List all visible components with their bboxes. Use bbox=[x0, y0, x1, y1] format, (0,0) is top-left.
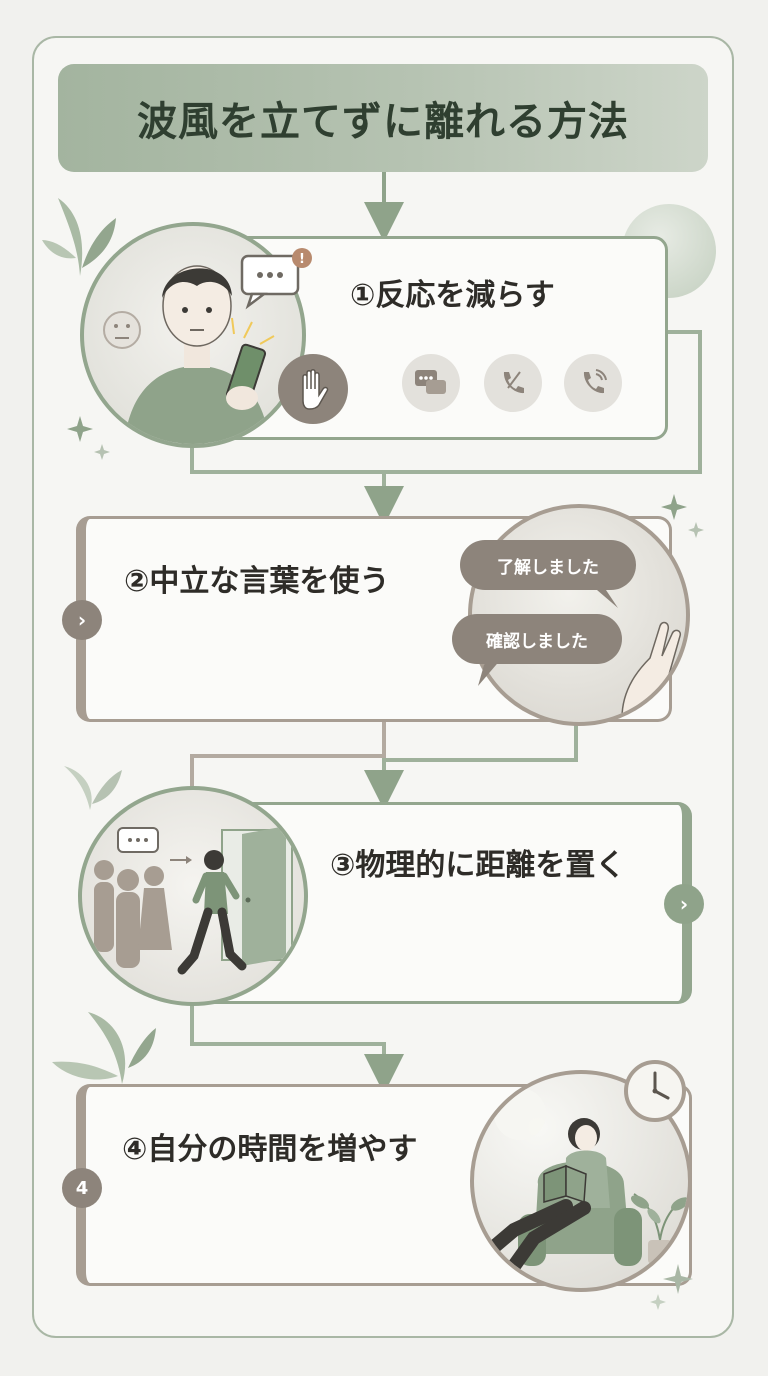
stop-hand-icon bbox=[278, 354, 348, 424]
leaf-decoration-icon bbox=[64, 766, 122, 810]
step-3-next-button[interactable]: › bbox=[664, 884, 704, 924]
clock-icon bbox=[624, 1060, 686, 1122]
title-banner: 波風を立てずに離れる方法 bbox=[58, 64, 708, 172]
bubble-confirmed: 確認しました bbox=[452, 614, 622, 664]
bubble-understood: 了解しました bbox=[460, 540, 636, 590]
step-1-title: ①反応を減らす bbox=[350, 278, 555, 313]
chat-alert-icon: ! bbox=[240, 248, 312, 310]
walk-away-illustration bbox=[78, 786, 308, 1006]
step-3-title: ③物理的に距離を置く bbox=[330, 848, 626, 883]
sparkle-icon bbox=[650, 1264, 693, 1310]
bubble-tail bbox=[478, 658, 502, 686]
step-2-title: ②中立な言葉を使う bbox=[124, 564, 390, 599]
bubble-tail bbox=[590, 584, 618, 608]
sparkle-icon bbox=[661, 494, 704, 538]
page-title: 波風を立てずに離れる方法 bbox=[137, 99, 629, 145]
phone-icon bbox=[564, 354, 622, 412]
leaf-decoration-icon bbox=[42, 198, 116, 276]
sparkle-icon bbox=[67, 416, 110, 460]
chat-icon bbox=[402, 354, 460, 412]
phone-mute-icon bbox=[484, 354, 542, 412]
step-4-number-badge: 4 bbox=[62, 1168, 102, 1208]
svg-text:!: ! bbox=[299, 252, 305, 267]
step-2-next-button[interactable]: › bbox=[62, 600, 102, 640]
person-phone-illustration bbox=[80, 222, 306, 448]
leaf-decoration-icon bbox=[52, 1012, 156, 1084]
step-4-title: ④自分の時間を増やす bbox=[122, 1132, 418, 1167]
